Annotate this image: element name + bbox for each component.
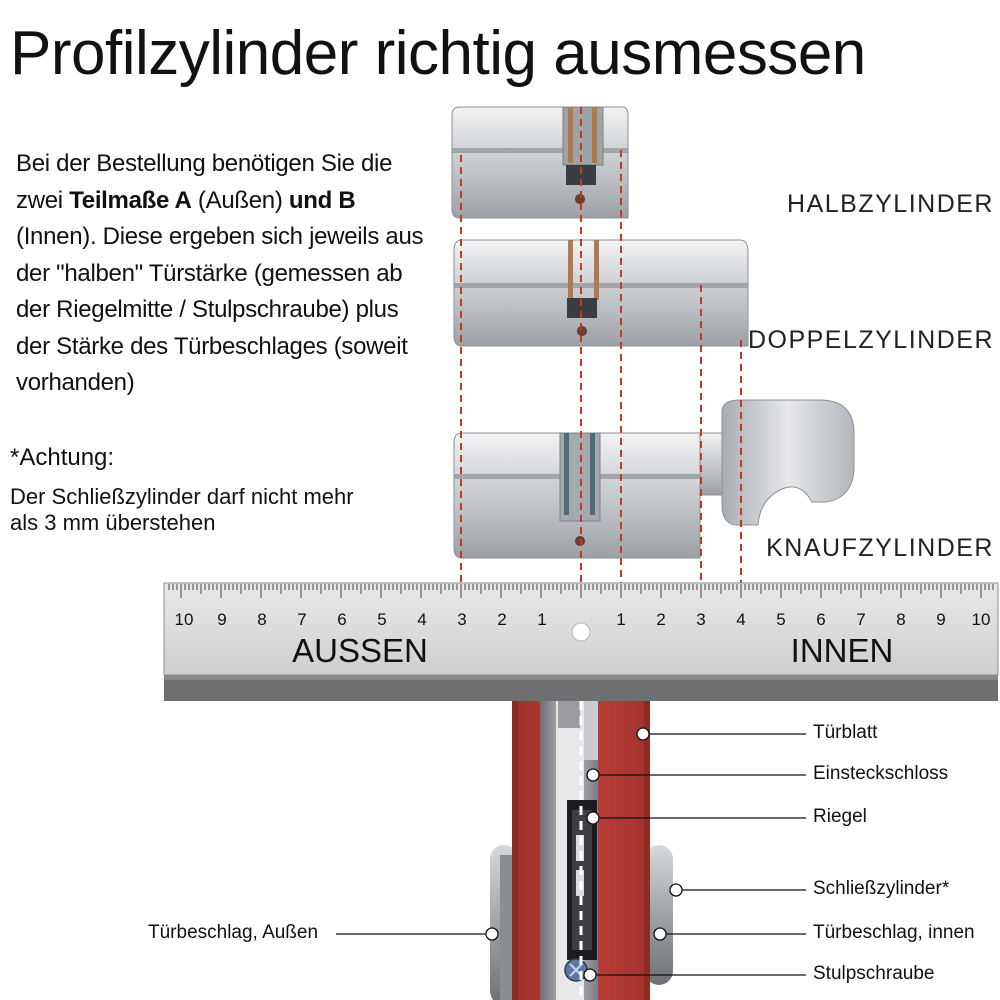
intro-part-1: Bei der Bestellung benötigen Sie die zwe…	[16, 150, 393, 214]
callout-faceplate-screw: Stulpschraube	[813, 963, 935, 984]
half-cylinder-label: HALBZYLINDER	[787, 190, 994, 218]
ruler-number: 2	[497, 610, 506, 629]
ruler-number: 10	[972, 610, 991, 629]
callout-bolt: Riegel	[813, 806, 867, 827]
page-title: Profilzylinder richtig ausmessen	[10, 19, 866, 88]
ruler-number: 6	[816, 610, 825, 629]
callout-cylinder: Schließzylinder*	[813, 878, 950, 899]
ruler-number: 3	[696, 610, 705, 629]
double-cylinder	[453, 239, 749, 347]
intro-bold-a: Teilmaße A	[69, 186, 192, 214]
ruler-number: 8	[896, 610, 905, 629]
knob-cylinder	[453, 399, 855, 559]
ruler-numbers-right: 1 2 3 4 5 6 7 8 9 10	[616, 610, 990, 629]
warning-text: Der Schließzylinder darf nicht mehr als …	[10, 484, 354, 535]
ruler-number: 9	[217, 610, 226, 629]
ruler-number: 8	[257, 610, 266, 629]
callout-fitting-outside: Türbeschlag, Außen	[148, 922, 319, 943]
callout-leaders	[336, 727, 806, 982]
ruler-number: 2	[656, 610, 665, 629]
ruler-inside-label: INNEN	[791, 632, 894, 669]
ruler-number: 5	[377, 610, 386, 629]
ruler-number: 6	[337, 610, 346, 629]
double-cylinder-label: DOPPELZYLINDER	[747, 326, 994, 354]
intro-text: Bei der Bestellung benötigen Sie die zwe…	[16, 146, 436, 402]
ruler-number: 10	[175, 610, 194, 629]
half-cylinder	[451, 106, 629, 219]
ruler-number: 3	[457, 610, 466, 629]
ruler-number: 9	[936, 610, 945, 629]
door-assembly	[490, 686, 673, 1000]
ruler-number: 1	[616, 610, 625, 629]
ruler-number: 4	[417, 610, 426, 629]
ruler: 10 9 8 7 6 5 4 3 2 1 1 2 3 4 5 6 7 8 9 1…	[163, 582, 999, 701]
ruler-ticks	[168, 584, 994, 598]
ruler-number: 4	[736, 610, 745, 629]
ruler-number: 7	[297, 610, 306, 629]
callout-mortise-lock: Einsteckschloss	[813, 763, 949, 784]
intro-part-2: (Außen)	[191, 186, 289, 214]
measurement-lines	[460, 107, 742, 592]
callout-fitting-inside: Türbeschlag, innen	[813, 922, 975, 943]
ruler-number: 7	[856, 610, 865, 629]
ruler-number: 5	[776, 610, 785, 629]
ruler-number: 1	[537, 610, 546, 629]
warning-heading: *Achtung:	[10, 444, 115, 471]
callout-door-leaf: Türblatt	[813, 722, 878, 743]
ruler-numbers-left: 10 9 8 7 6 5 4 3 2 1	[175, 610, 547, 629]
intro-part-3: (Innen). Diese ergeben sich jeweils aus …	[16, 223, 424, 396]
ruler-center-marker	[571, 622, 591, 642]
ruler-outside-label: AUSSEN	[292, 632, 428, 669]
knob-cylinder-label: KNAUFZYLINDER	[766, 534, 994, 562]
intro-bold-b: und B	[288, 186, 356, 214]
